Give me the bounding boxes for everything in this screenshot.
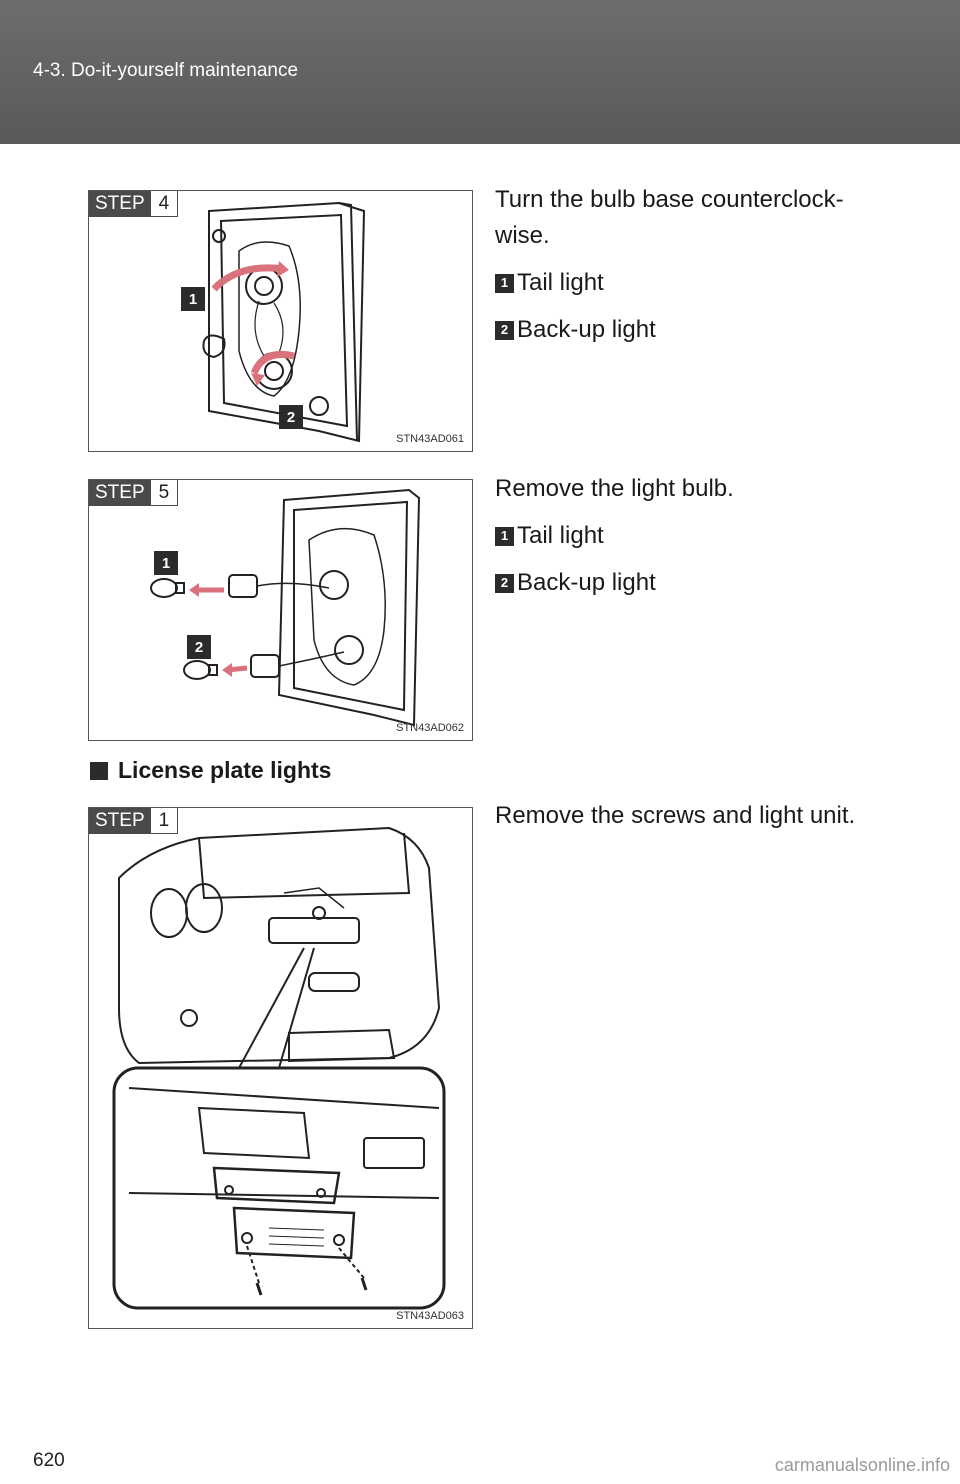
tail-light-assembly-illustration xyxy=(202,201,366,443)
number-badge: 2 xyxy=(495,320,514,340)
section-heading: License plate lights xyxy=(90,757,331,784)
figure-step-5: STEP 5 1 2 STN43AD062 xyxy=(88,479,473,741)
callout-2: 2 xyxy=(187,635,211,659)
page-number: 620 xyxy=(33,1450,65,1471)
item-label: Tail light xyxy=(517,269,604,296)
step-label: STEP xyxy=(89,191,151,217)
figure-step-1: STEP 1 xyxy=(88,807,473,1329)
callout-1: 1 xyxy=(181,287,205,311)
list-item: 2 Back-up light xyxy=(495,565,865,601)
step-badge: STEP 1 xyxy=(89,808,179,834)
step-4-description: Turn the bulb base counterclock-wise. 1 … xyxy=(495,182,865,348)
step-1-description: Remove the screws and light unit. xyxy=(495,798,865,834)
figure-code: STN43AD063 xyxy=(396,1310,464,1322)
item-label: Back-up light xyxy=(517,569,656,596)
callout-1: 1 xyxy=(154,551,178,575)
item-label: Back-up light xyxy=(517,316,656,343)
item-label: Tail light xyxy=(517,522,604,549)
step-number: 5 xyxy=(150,480,179,506)
bulb-removal-illustration xyxy=(150,488,421,727)
page-header: 4-3. Do-it-yourself maintenance xyxy=(0,0,960,144)
step-number: 4 xyxy=(150,191,179,217)
list-item: 1 Tail light xyxy=(495,518,865,554)
list-item: 2 Back-up light xyxy=(495,312,865,348)
step-5-instruction: Remove the light bulb. xyxy=(495,475,734,502)
step-4-instruction: Turn the bulb base counterclock-wise. xyxy=(495,186,844,249)
square-bullet-icon xyxy=(90,761,108,780)
step-badge: STEP 5 xyxy=(89,480,179,506)
license-plate-light-illustration xyxy=(112,826,446,1310)
step-5-description: Remove the light bulb. 1 Tail light 2 Ba… xyxy=(495,471,865,601)
step-badge: STEP 4 xyxy=(89,191,179,217)
number-badge: 1 xyxy=(495,526,514,546)
section-breadcrumb: 4-3. Do-it-yourself maintenance xyxy=(33,60,299,81)
figure-code: STN43AD062 xyxy=(396,722,464,734)
watermark: carmanualsonline.info xyxy=(774,1455,950,1475)
figure-step-4: STEP 4 1 2 STN43AD061 xyxy=(88,190,473,452)
number-badge: 1 xyxy=(495,273,514,293)
figure-code: STN43AD061 xyxy=(396,433,464,445)
step-1-instruction: Remove the screws and light unit. xyxy=(495,802,856,829)
list-item: 1 Tail light xyxy=(495,265,865,301)
callout-2: 2 xyxy=(279,405,303,429)
section-title: License plate lights xyxy=(118,757,332,783)
number-badge: 2 xyxy=(495,573,514,593)
step-label: STEP xyxy=(89,808,151,834)
step-label: STEP xyxy=(89,480,151,506)
step-number: 1 xyxy=(150,808,179,834)
